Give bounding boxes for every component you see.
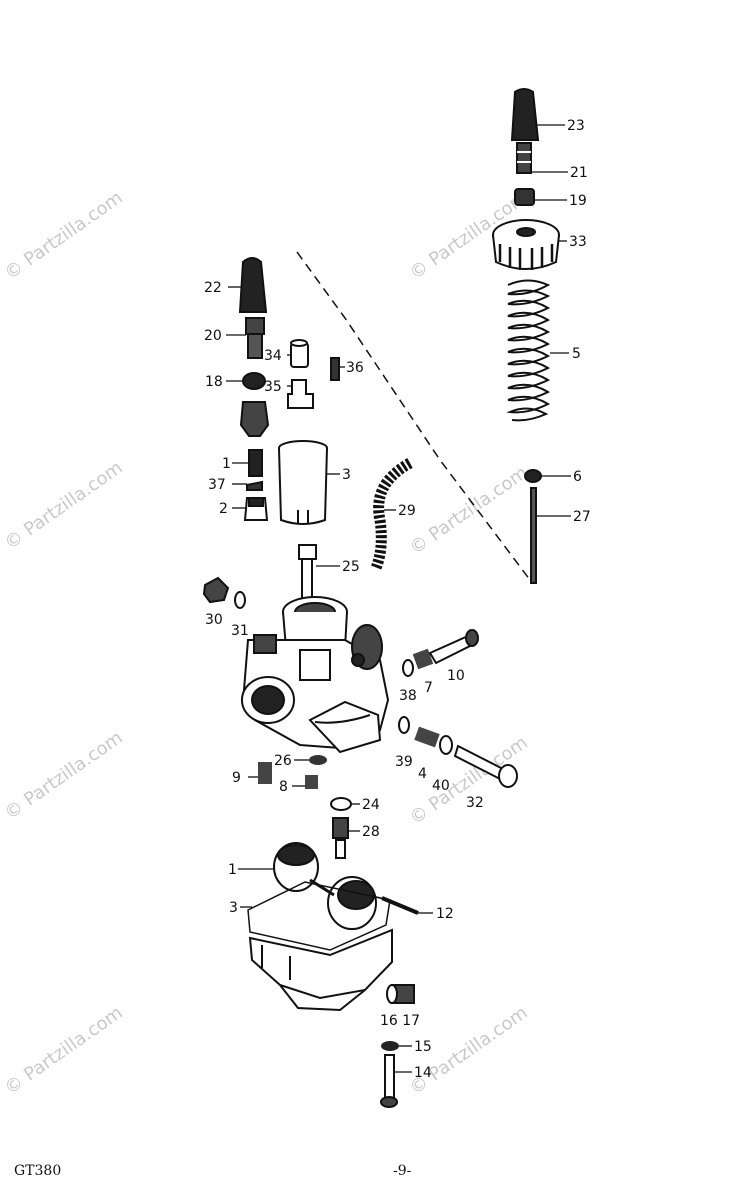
callout-25: 25 xyxy=(342,559,360,575)
callout-16-17: 16 17 xyxy=(380,1013,420,1029)
jet-needle-27 xyxy=(530,487,537,584)
holder-35 xyxy=(287,379,314,409)
callout-1: 1 xyxy=(222,456,231,472)
callout-12: 12 xyxy=(436,906,454,922)
callout-1b: 1 xyxy=(228,862,237,878)
o-ring-39 xyxy=(398,716,410,734)
callout-28: 28 xyxy=(362,824,380,840)
leader-lines xyxy=(226,124,571,1073)
carburetor-body xyxy=(241,596,390,754)
callout-2: 2 xyxy=(219,501,228,517)
callout-14: 14 xyxy=(414,1065,432,1081)
cap-nut-30 xyxy=(202,576,230,604)
washer-40 xyxy=(439,735,453,755)
washer-15 xyxy=(381,1041,399,1051)
callout-4: 4 xyxy=(418,766,427,782)
callout-23: 23 xyxy=(567,118,585,134)
callout-8: 8 xyxy=(279,779,288,795)
callout-30: 30 xyxy=(205,612,223,628)
throttle-slide-3 xyxy=(278,440,328,525)
callout-9: 9 xyxy=(232,770,241,786)
callout-5: 5 xyxy=(572,346,581,362)
needle-valve-28 xyxy=(332,817,349,859)
callout-36: 36 xyxy=(346,360,364,376)
callout-38: 38 xyxy=(399,688,417,704)
bowl-screw-12 xyxy=(381,896,419,915)
needle-clip-6 xyxy=(524,469,542,483)
callout-34: 34 xyxy=(264,348,282,364)
starter-plunger-body xyxy=(239,401,270,437)
main-jet-8 xyxy=(305,775,318,789)
callout-35: 35 xyxy=(264,379,282,395)
washer-24 xyxy=(330,797,352,811)
callout-39: 39 xyxy=(395,754,413,770)
spring-7 xyxy=(412,648,434,670)
watermark-text: © Partzilla.com xyxy=(1,1002,127,1099)
starter-plunger-assembly xyxy=(238,257,270,521)
callout-labels: 23 21 19 33 5 6 27 22 20 18 34 35 36 1 3… xyxy=(204,118,591,1081)
callout-19: 19 xyxy=(569,193,587,209)
callout-3b: 3 xyxy=(229,900,238,916)
page-number: -9- xyxy=(393,1163,412,1179)
throttle-stop-screw-32 xyxy=(453,744,518,788)
throttle-cap-assembly xyxy=(492,88,560,584)
o-ring-38 xyxy=(402,659,414,677)
callout-27: 27 xyxy=(573,509,591,525)
small-parts-center xyxy=(287,339,340,409)
bolt-14 xyxy=(380,1054,398,1108)
watermark-text: © Partzilla.com xyxy=(1,727,127,824)
washer-26 xyxy=(309,755,327,765)
throttle-spring-5 xyxy=(506,279,551,422)
callout-6: 6 xyxy=(573,469,582,485)
callout-26: 26 xyxy=(274,753,292,769)
lock-nut-19 xyxy=(514,188,535,206)
starter-nut-20 xyxy=(245,317,265,335)
washer-31 xyxy=(234,591,246,609)
callout-33: 33 xyxy=(569,234,587,250)
model-code: GT380 xyxy=(14,1163,62,1179)
callout-24: 24 xyxy=(362,797,380,813)
callout-21: 21 xyxy=(570,165,588,181)
callout-29: 29 xyxy=(398,503,416,519)
starter-cap-18 xyxy=(242,372,266,390)
callout-37: 37 xyxy=(208,477,226,493)
starter-spring-1 xyxy=(248,449,263,477)
watermark-text: © Partzilla.com xyxy=(1,457,127,554)
screw-36 xyxy=(330,357,340,381)
pilot-air-screw-10 xyxy=(428,629,479,665)
callout-32: 32 xyxy=(466,795,484,811)
callout-40: 40 xyxy=(432,778,450,794)
cable-adjuster-21 xyxy=(516,142,532,174)
watermark-text: © Partzilla.com xyxy=(1,187,127,284)
callout-31: 31 xyxy=(231,623,249,639)
callout-20: 20 xyxy=(204,328,222,344)
callout-7: 7 xyxy=(424,680,433,696)
callout-22: 22 xyxy=(204,280,222,296)
vent-hose-29 xyxy=(370,458,413,571)
float-bowl-assembly xyxy=(247,842,393,1012)
starter-clip-37 xyxy=(246,480,263,491)
spring-4 xyxy=(414,726,440,748)
pilot-jet-9 xyxy=(258,762,272,784)
watermark-text: © Partzilla.com xyxy=(406,462,532,559)
assembly-guide-line xyxy=(296,251,531,581)
drain-screw-16-17 xyxy=(386,984,415,1004)
callout-10: 10 xyxy=(447,668,465,684)
callout-3: 3 xyxy=(342,467,351,483)
cable-boot-23 xyxy=(510,88,540,141)
callout-15: 15 xyxy=(414,1039,432,1055)
starter-boot-22 xyxy=(238,257,268,313)
callout-18: 18 xyxy=(205,374,223,390)
